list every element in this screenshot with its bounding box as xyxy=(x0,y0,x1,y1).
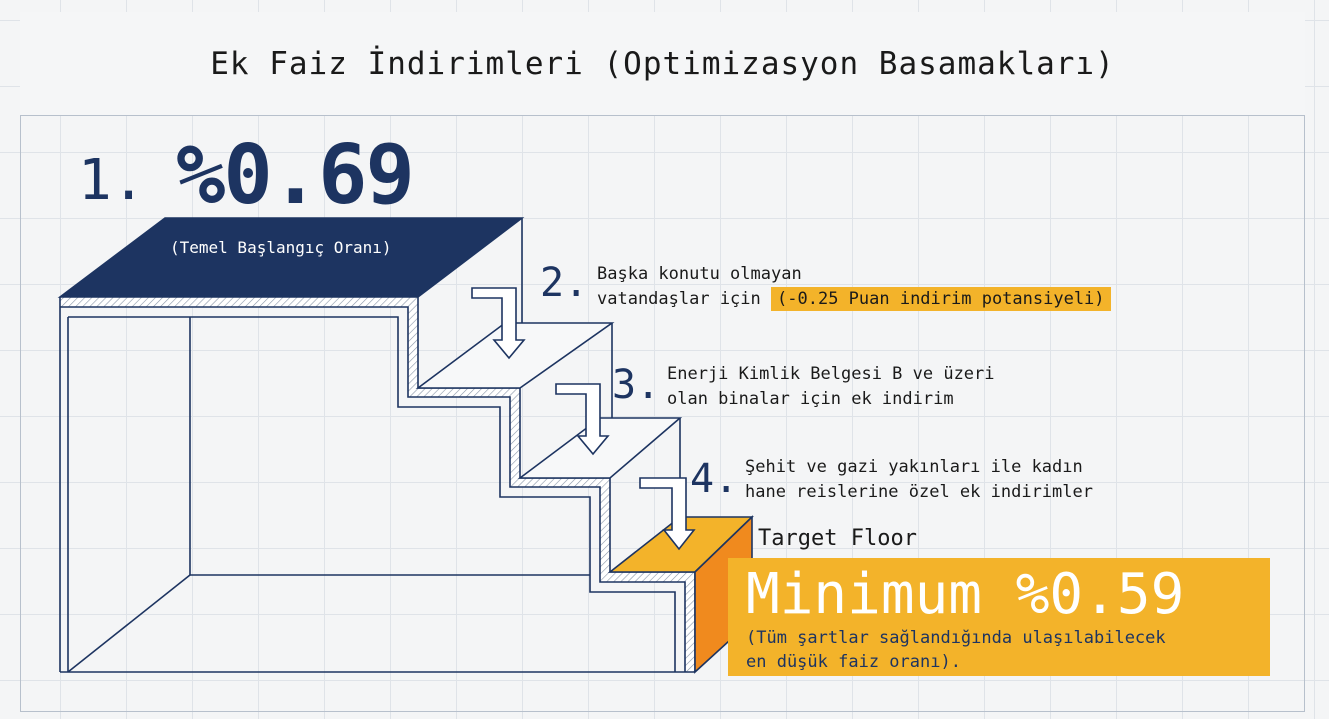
step2-line1: Başka konutu olmayan xyxy=(597,264,802,284)
arrow-down-icon xyxy=(471,287,526,360)
arrow-down-icon xyxy=(555,383,610,456)
step2-number: 2. xyxy=(540,260,589,306)
step1-number: 1. xyxy=(78,148,146,213)
step4-line1: Şehit ve gazi yakınları ile kadın xyxy=(745,457,1083,477)
step3-line1: Enerji Kimlik Belgesi B ve üzeri xyxy=(667,364,995,384)
step4-number: 4. xyxy=(690,456,739,502)
step1-caption: (Temel Başlangıç Oranı) xyxy=(170,238,392,257)
step2-highlight: (-0.25 Puan indirim potansiyeli) xyxy=(771,287,1111,311)
top-slab xyxy=(57,217,525,298)
step3-number: 3. xyxy=(612,362,661,408)
arrow-down-icon xyxy=(639,477,696,551)
title-bar: Ek Faiz İndirimleri (Optimizasyon Basama… xyxy=(20,12,1305,116)
target-note: (Tüm şartlar sağlandığında ulaşılabilece… xyxy=(746,626,1166,674)
step3-line2: olan binalar için ek indirim xyxy=(667,389,954,409)
target-value: Minimum %0.59 xyxy=(746,562,1185,627)
hatched-band xyxy=(60,297,695,672)
page-title: Ek Faiz İndirimleri (Optimizasyon Basama… xyxy=(210,45,1115,82)
step1-value: %0.69 xyxy=(176,128,415,223)
target-note-line2: en düşük faiz oranı). xyxy=(746,652,961,672)
step4-line2: hane reislerine özel ek indirimler xyxy=(745,482,1093,502)
target-note-line1: (Tüm şartlar sağlandığında ulaşılabilece… xyxy=(746,628,1166,648)
step3-description: Enerji Kimlik Belgesi B ve üzeri olan bi… xyxy=(667,362,995,412)
step2-line2: vatandaşlar için xyxy=(597,289,761,309)
target-floor-label: Target Floor xyxy=(758,526,917,551)
target-box: Minimum %0.59 (Tüm şartlar sağlandığında… xyxy=(728,558,1270,676)
step4-description: Şehit ve gazi yakınları ile kadın hane r… xyxy=(745,455,1093,505)
step2-description: Başka konutu olmayan vatandaşlar için (-… xyxy=(597,262,1111,312)
